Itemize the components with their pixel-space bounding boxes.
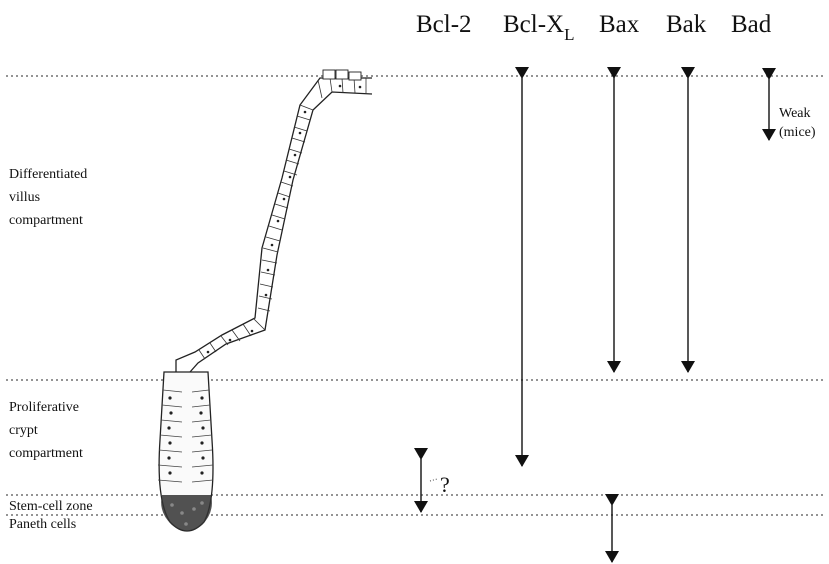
column-header-bclxl: Bcl-XL xyxy=(503,11,575,44)
column-header-bax: Bax xyxy=(599,11,640,38)
bclxl-main-text: Bcl-X xyxy=(503,11,564,38)
stem-cell-zone-label: Stem-cell zone xyxy=(9,499,93,515)
crypt-villus-illustration xyxy=(158,70,372,531)
crypt-region-label: Proliferative crypt compartment xyxy=(9,396,83,465)
column-header-bad: Bad xyxy=(731,11,772,38)
bcl2-question-mark: ? xyxy=(440,472,450,497)
bclxl-subscript: L xyxy=(564,25,574,44)
bad-mice-label: (mice) xyxy=(779,125,816,140)
column-header-bcl2: Bcl-2 xyxy=(416,11,472,38)
paneth-cells-label: Paneth cells xyxy=(9,517,76,533)
villus-region-label: Differentiated villus compartment xyxy=(9,163,87,232)
question-dotted-leader xyxy=(430,479,437,481)
column-header-bak: Bak xyxy=(666,11,707,38)
bad-weak-label: Weak xyxy=(779,106,811,121)
